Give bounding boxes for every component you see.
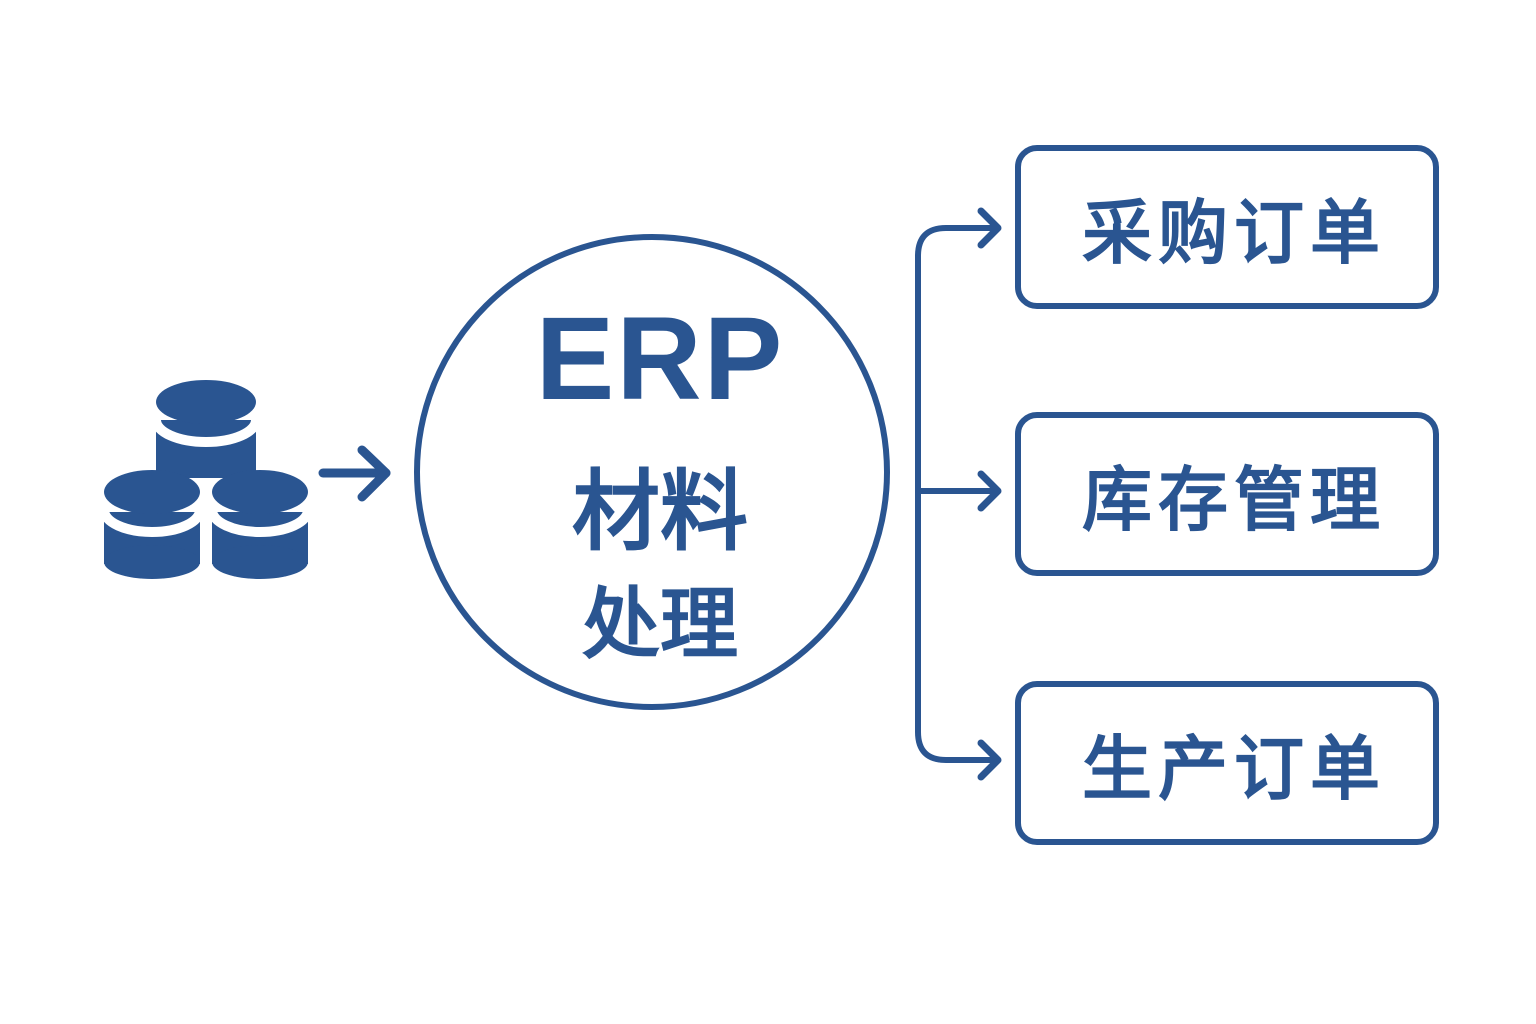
database-stack-icon xyxy=(98,380,314,588)
output-box-inventory-management: 库存管理 xyxy=(1015,412,1439,576)
output-box-production-order: 生产订单 xyxy=(1015,681,1439,845)
arrow-head-production xyxy=(977,739,1002,781)
arrow-head-inventory xyxy=(977,470,1002,512)
erp-circle xyxy=(414,234,890,710)
center-subtitle-line1: 材料 xyxy=(571,460,748,563)
output-label: 库存管理 xyxy=(1082,458,1386,541)
center-subtitle-line2: 处理 xyxy=(581,580,738,670)
arrow-head-purchase xyxy=(977,207,1002,249)
arrow-right-icon xyxy=(318,445,391,502)
database-cylinder-right xyxy=(207,470,313,579)
output-label: 生产订单 xyxy=(1082,727,1386,810)
branch-connector xyxy=(915,225,1001,763)
database-cylinder-left xyxy=(99,470,205,579)
center-title: ERP xyxy=(535,293,785,425)
output-label: 采购订单 xyxy=(1082,191,1386,274)
output-box-purchase-order: 采购订单 xyxy=(1015,145,1439,309)
